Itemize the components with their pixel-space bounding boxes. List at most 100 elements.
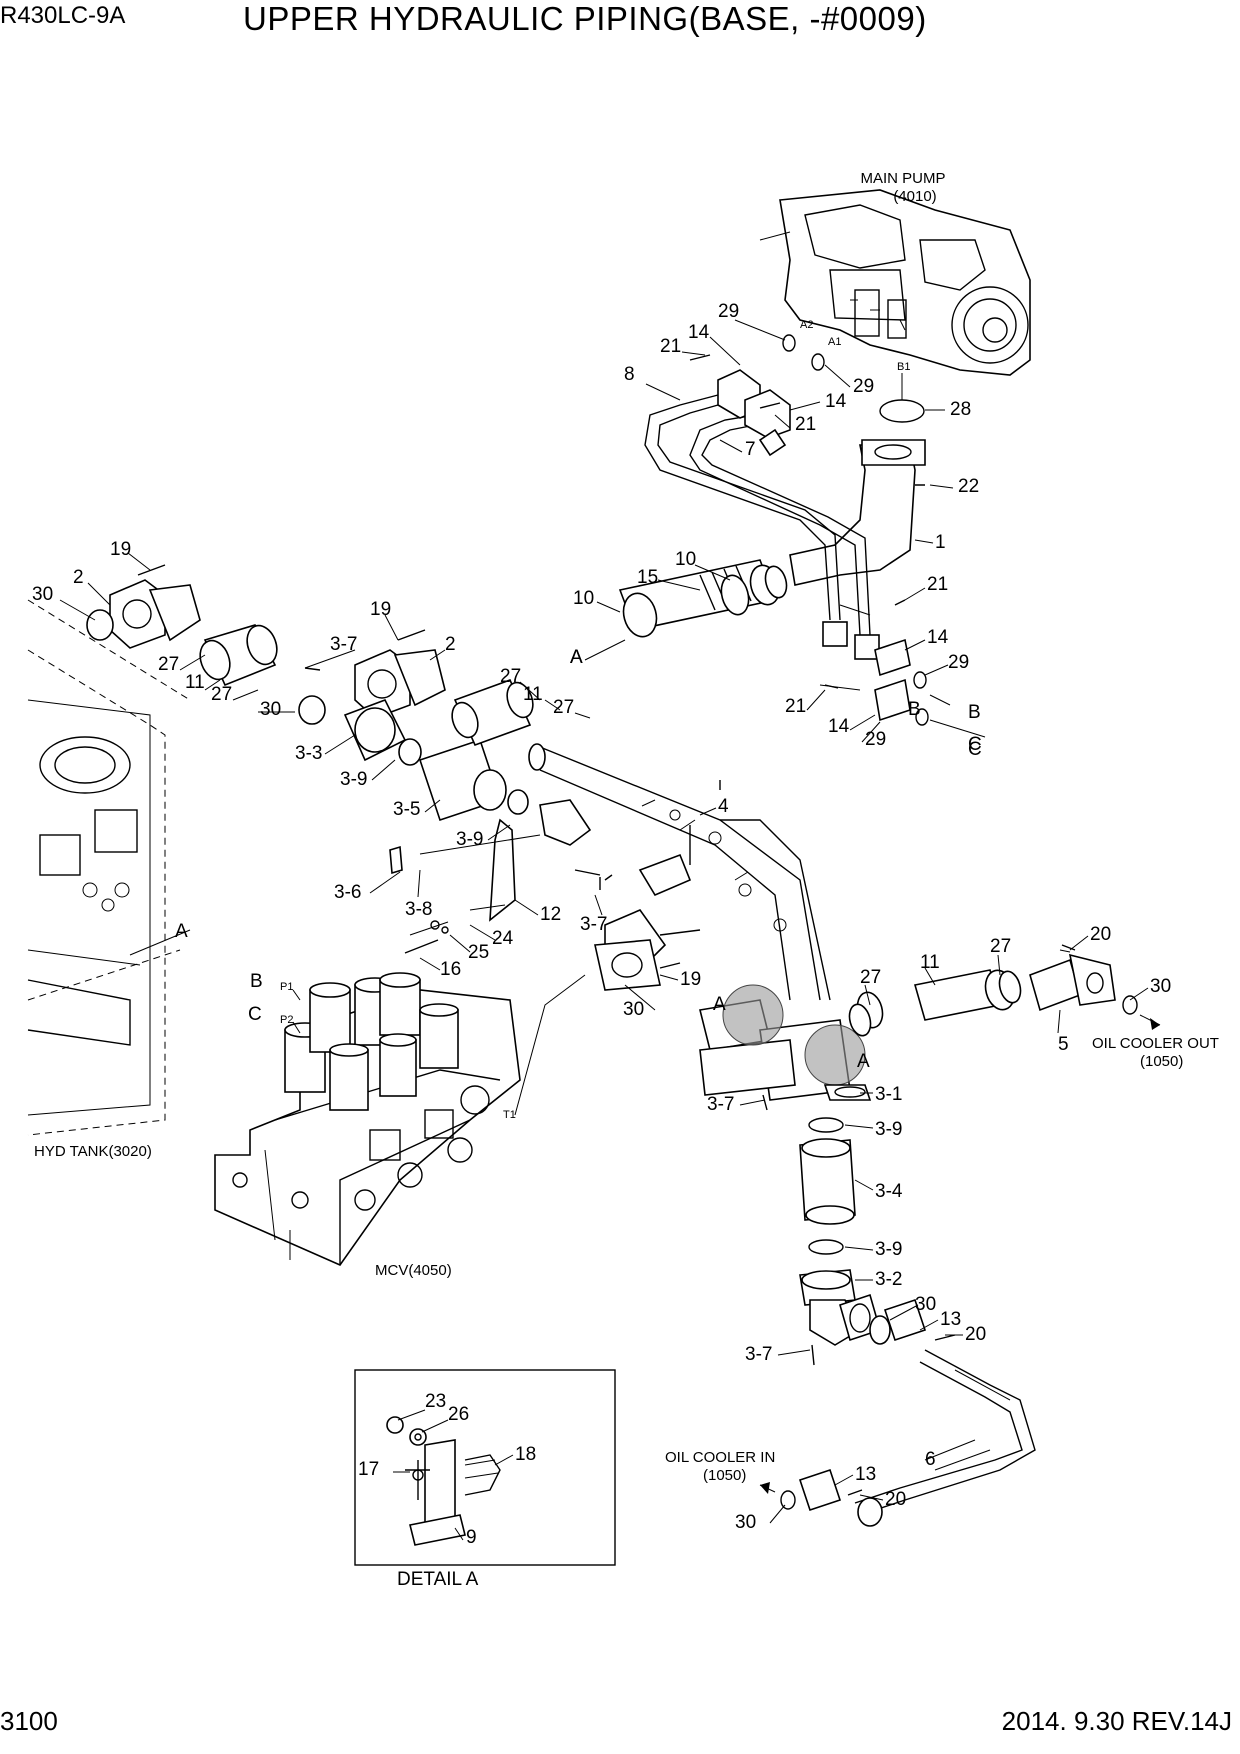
callout-14: 14 [927,627,949,648]
callout-14: 14 [825,391,847,412]
callout-3-2: 3-2 [875,1269,902,1290]
port-p2: P2 [280,1014,293,1026]
callout-3-5: 3-5 [393,799,420,820]
detail-a-marker-left [722,984,784,1046]
detail-a-bracket [386,1416,501,1546]
callout-21: 21 [785,696,806,717]
port-b-pipe: B [908,699,921,720]
mcv-label: MCV(4050) [375,1262,452,1279]
callout-27: 27 [990,936,1011,957]
callout-A: A [570,647,583,668]
callout-29: 29 [718,301,739,322]
hydraulic-tank [27,599,191,1136]
callout-3-7: 3-7 [745,1344,772,1365]
callout-27: 27 [211,684,232,705]
oil-cooler-out-ref: (1050) [1140,1053,1183,1070]
callout-9: 9 [466,1527,477,1548]
callout-14: 14 [688,322,710,343]
suction-elbow-mid [298,649,534,822]
main-pump-label: MAIN PUMP [860,170,945,187]
callout-20: 20 [1090,924,1111,945]
callout-30: 30 [260,699,281,720]
callout-30: 30 [1150,976,1171,997]
callout-30: 30 [623,999,644,1020]
pump-outlet-flanges [819,604,929,726]
callout-2: 2 [73,567,84,588]
main-control-valve [214,972,521,1266]
callout-5: 5 [1058,1034,1069,1055]
main-pump [759,189,1031,376]
callout-3-3: 3-3 [295,743,322,764]
callout-7: 7 [745,439,756,460]
callout-19: 19 [680,969,701,990]
callout-3-6: 3-6 [334,882,361,903]
oil-cooler-in-hose [798,1298,1036,1527]
o-ring-30-cooler-in [780,1490,796,1510]
callout-25: 25 [468,942,489,963]
port-p1: P1 [280,981,293,993]
callout-3-8: 3-8 [405,899,432,920]
callout-28: 28 [950,399,971,420]
o-ring-3-9b [808,1239,844,1255]
port-b1: B1 [897,361,910,373]
detail-a-label: DETAIL A [397,1569,479,1590]
port-a1: A1 [828,336,841,348]
arrow-cooler-in-head [760,1482,770,1494]
suction-elbow-left [86,579,278,687]
model-number: R430LC-9A [0,2,126,29]
callout-3-7: 3-7 [330,634,357,655]
part-callouts: 29 14 21 8 14 29 28 21 7 22 1 19 2 30 10… [32,301,1171,1548]
callout-27: 27 [553,697,574,718]
callout-3-9: 3-9 [875,1239,902,1260]
return-pipe [528,743,851,1101]
callout-13: 13 [940,1309,961,1330]
callout-24: 24 [492,928,514,949]
main-pump-ref: (4010) [893,188,936,205]
callout-23: 23 [425,1391,446,1412]
callout-3-4: 3-4 [875,1181,903,1202]
callout-14: 14 [828,716,850,737]
callout-3-7: 3-7 [580,914,607,935]
o-ring-29-a1 [811,353,825,371]
callout-15: 15 [637,567,658,588]
callout-19: 19 [110,539,131,560]
pilot-pipes-7-8 [644,369,880,660]
callout-3-9: 3-9 [340,769,367,790]
o-ring-29-a2 [782,334,796,352]
callout-11: 11 [920,952,940,973]
callout-1: 1 [935,532,946,553]
detail-a-box [354,1369,616,1566]
callout-12: 12 [540,904,561,925]
callout-13: 13 [855,1464,876,1485]
revision-date: 2014. 9.30 REV.14J [1001,1706,1232,1736]
callout-30: 30 [915,1294,936,1315]
section-a-hose: A [570,647,583,668]
callout-10: 10 [573,588,594,609]
callout-27: 27 [500,666,521,687]
callout-21: 21 [927,574,948,595]
callout-C: C [968,739,982,760]
callout-B: B [968,702,981,723]
callout-3-9: 3-9 [875,1119,902,1140]
o-ring-30-cooler-out [1122,995,1138,1015]
callout-29: 29 [853,376,874,397]
section-a-right: A [857,1051,870,1072]
callout-21: 21 [660,336,681,357]
callout-8: 8 [624,364,635,385]
callout-11: 11 [185,672,205,693]
port-t1: T1 [503,1109,516,1121]
callout-3-1: 3-1 [875,1084,902,1105]
port-c-mcv: C [248,1004,262,1025]
callout-29: 29 [865,729,886,750]
callout-21: 21 [795,414,816,435]
callout-leaders [59,319,1149,1541]
detail-a-marker-right [804,1024,866,1086]
callout-18: 18 [515,1444,536,1465]
callout-2: 2 [445,634,456,655]
callout-29: 29 [948,652,969,673]
fasteners [137,354,1076,1496]
oil-cooler-out-label: OIL COOLER OUT [1092,1035,1219,1052]
section-a-tank: A [175,921,188,942]
callout-30: 30 [735,1512,756,1533]
page-title: UPPER HYDRAULIC PIPING(BASE, -#0009) [243,0,927,37]
